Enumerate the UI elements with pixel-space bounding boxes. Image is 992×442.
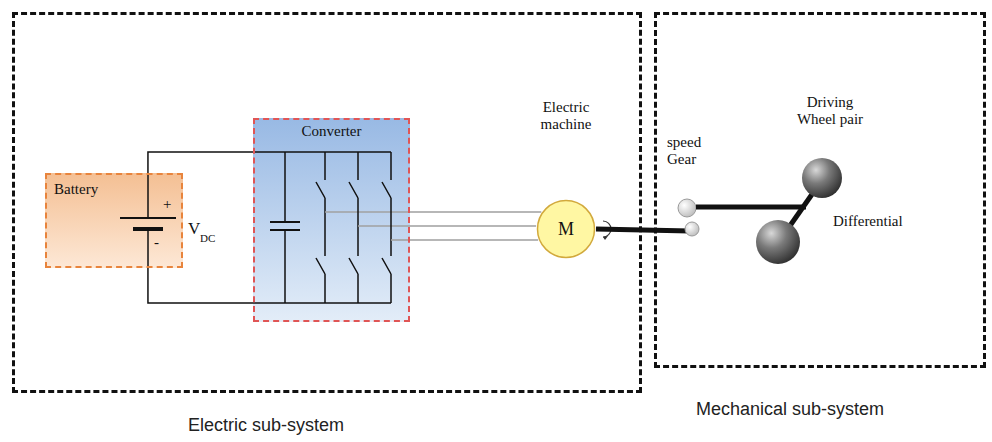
driving-wheel <box>756 220 800 264</box>
converter-box: Converter <box>253 118 410 322</box>
phase-wire <box>410 212 541 240</box>
battery-wire <box>147 173 149 218</box>
battery-plate-positive <box>120 217 176 219</box>
voltage-subscript: DC <box>200 232 215 245</box>
converter-circuit <box>253 152 391 303</box>
dc-rail-top <box>253 151 391 153</box>
part-label: speed Gear <box>667 134 719 169</box>
battery-wire <box>147 229 149 268</box>
switch-legs <box>316 152 410 303</box>
motor-shaft <box>596 229 690 231</box>
switch-leg <box>316 152 325 303</box>
battery-symbol <box>120 173 176 268</box>
electric-machine: Electric machineM <box>536 199 596 259</box>
polarity-sign: + <box>163 196 171 213</box>
node-title: Mechanical sub-system <box>696 399 884 420</box>
dc-rail-bottom <box>253 302 391 304</box>
phase-tap <box>391 239 410 241</box>
battery-box: Battery <box>45 173 183 268</box>
polarity-sign: - <box>154 234 159 251</box>
part-label: Differential <box>833 213 903 230</box>
part-label: Driving Wheel pair <box>790 94 870 129</box>
phase-tap <box>325 211 410 213</box>
driving-wheel <box>802 158 842 198</box>
node-title: Electric sub-system <box>188 415 344 436</box>
subsystem-box: BatteryConverterElectric machineMElectri… <box>12 12 642 393</box>
speed-gear <box>678 199 696 217</box>
node-symbol: M <box>536 199 596 259</box>
box-fill <box>45 173 183 268</box>
speed-gear <box>685 222 699 236</box>
capacitor-symbol <box>270 222 300 230</box>
phase-tap <box>358 225 410 227</box>
switch-leg <box>349 152 358 303</box>
subsystem-box: Mechanical sub-system <box>654 12 986 368</box>
node-title: Battery <box>54 181 98 198</box>
drive-shaft <box>696 205 806 210</box>
rotation-arrowhead <box>603 236 608 240</box>
node-title: Electric machine <box>521 99 611 134</box>
box-fill <box>253 118 410 322</box>
node-title: Converter <box>255 123 408 140</box>
capacitor-wire <box>284 152 286 303</box>
switch-leg <box>382 152 391 303</box>
voltage-symbol: V <box>188 219 200 239</box>
